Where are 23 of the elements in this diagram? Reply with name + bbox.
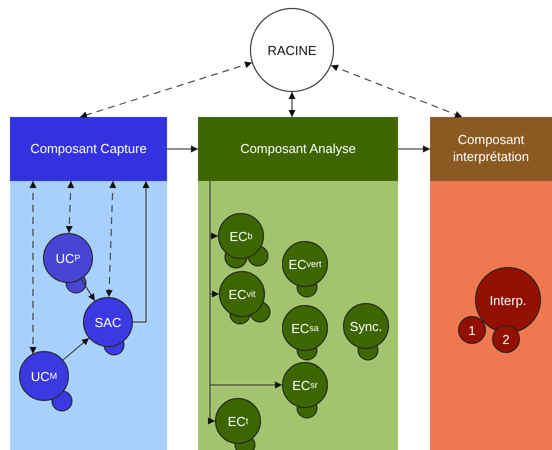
- header-box: Composant Analyse: [198, 117, 398, 181]
- panel: [198, 181, 398, 450]
- panel: [430, 181, 552, 450]
- small-circle: 2: [492, 325, 520, 353]
- arrow: [80, 278, 96, 302]
- dashed-arrow: [30, 180, 36, 354]
- unit-circle: Sync.: [343, 303, 389, 349]
- unit-circle: SAC: [83, 297, 133, 347]
- arrow: [166, 146, 198, 152]
- root-circle: RACINE: [250, 8, 334, 92]
- small-circle: 1: [458, 316, 486, 344]
- dashed-arrow: [330, 64, 462, 118]
- header-box: Composant interprétation: [430, 117, 552, 181]
- dashed-arrow: [106, 180, 116, 298]
- unit-circle: Interp.: [475, 267, 541, 333]
- arrow: [398, 146, 430, 152]
- panel: [10, 181, 167, 450]
- dashed-arrow: [80, 61, 252, 118]
- arrow: [132, 180, 150, 322]
- arrow: [62, 338, 90, 360]
- arrow: [288, 92, 296, 118]
- dashed-arrow: [66, 180, 74, 234]
- header-box: Composant Capture: [10, 117, 167, 181]
